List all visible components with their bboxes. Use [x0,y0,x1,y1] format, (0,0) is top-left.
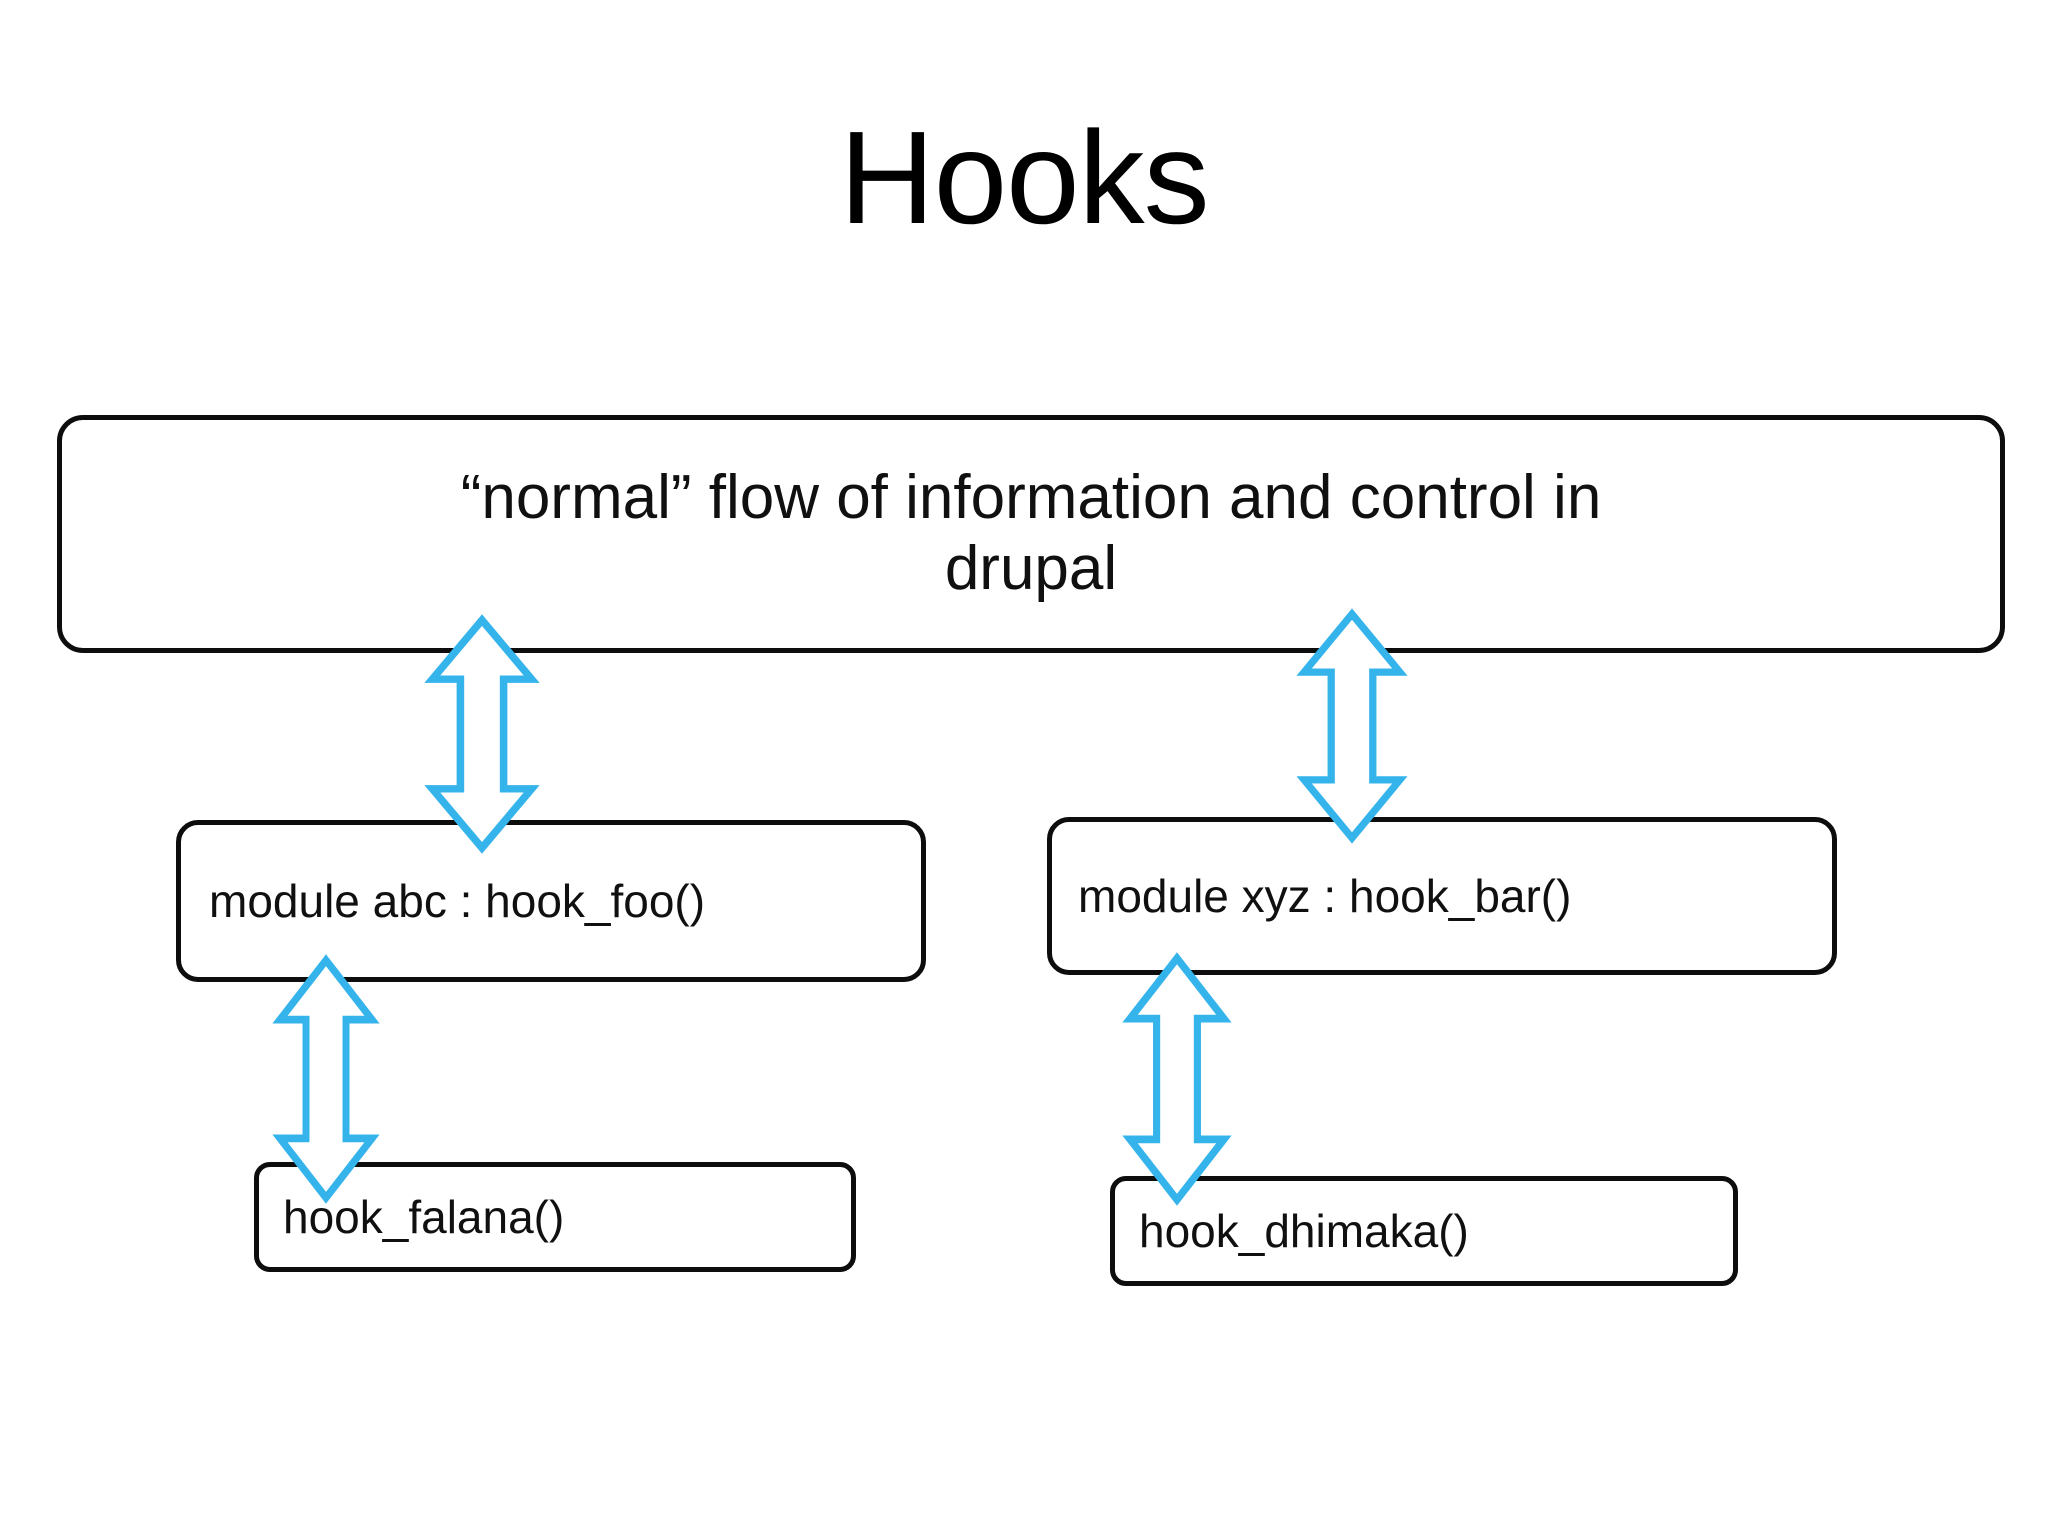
double-arrow-shape [1296,608,1408,844]
normal-flow-line-2: drupal [944,534,1118,603]
normal-flow-line-1: “normal” flow of information and control… [460,463,1602,533]
double-arrow-icon [272,954,380,1204]
module-abc-box: module abc : hook_foo() [176,820,926,982]
module-xyz-box: module xyz : hook_bar() [1047,817,1837,975]
hook-dhimaka-box: hook_dhimaka() [1110,1176,1738,1286]
banner-to-module-xyz-arrow-icon [1296,608,1408,844]
page-title: Hooks [839,104,1209,251]
normal-flow-banner-text: “normal” flow of information and control… [62,463,2000,604]
hook-falana-label: hook_falana() [283,1191,565,1243]
hook-dhimaka-label: hook_dhimaka() [1139,1205,1469,1257]
normal-flow-banner-box: “normal” flow of information and control… [57,415,2005,653]
module-abc-to-hook-falana-arrow-icon [272,954,380,1204]
hook-falana-box: hook_falana() [254,1162,856,1272]
double-arrow-shape [424,614,540,854]
double-arrow-shape [1122,952,1232,1206]
module-xyz-to-hook-dhimaka-arrow-icon [1122,952,1232,1206]
double-arrow-icon [424,614,540,854]
banner-to-module-abc-arrow-icon [424,614,540,854]
module-xyz-label: module xyz : hook_bar() [1078,870,1572,922]
double-arrow-icon [1296,608,1408,844]
double-arrow-icon [1122,952,1232,1206]
double-arrow-shape [272,954,380,1204]
module-abc-label: module abc : hook_foo() [209,875,706,927]
